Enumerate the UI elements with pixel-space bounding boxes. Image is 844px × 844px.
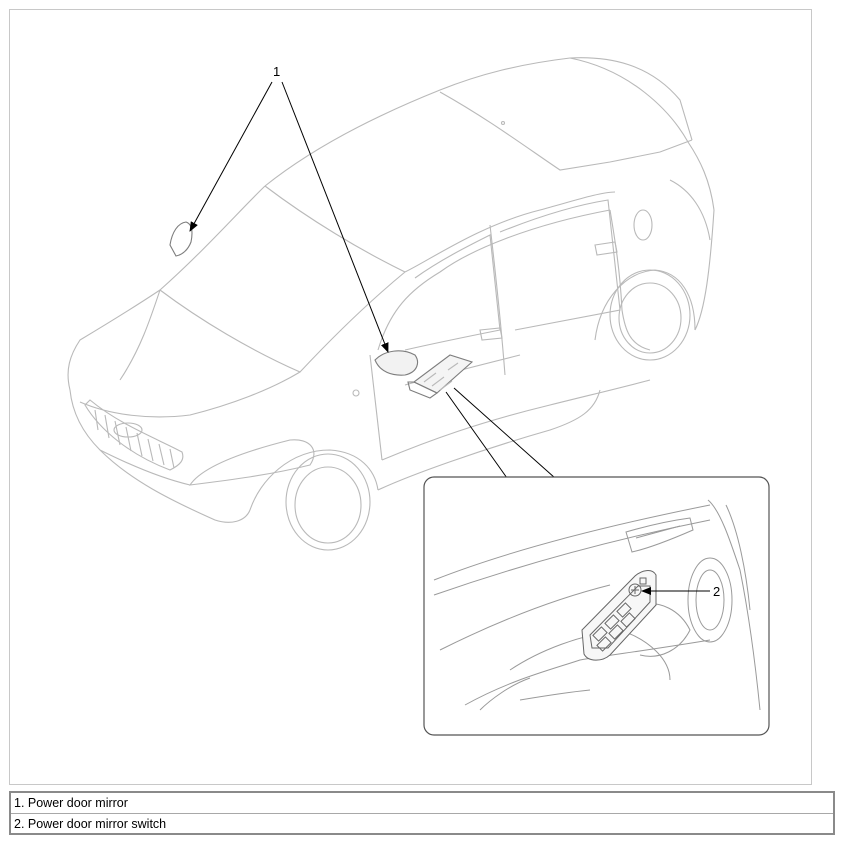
legend-item-power-door-mirror-switch: 2. Power door mirror switch <box>11 813 833 833</box>
callout-arrows <box>189 81 710 595</box>
callout-number-2: 2 <box>713 584 720 599</box>
legend-table: 1. Power door mirror 2. Power door mirro… <box>9 791 835 835</box>
legend-item-power-door-mirror: 1. Power door mirror <box>14 796 128 810</box>
car-diagram: 1 2 <box>67 57 770 736</box>
callout-number-1: 1 <box>273 64 280 79</box>
inset-leader-lines <box>445 387 556 479</box>
diagram-frame: 1 2 <box>9 9 812 785</box>
car-illustration <box>67 57 715 551</box>
switch-detail-inset <box>423 476 770 736</box>
